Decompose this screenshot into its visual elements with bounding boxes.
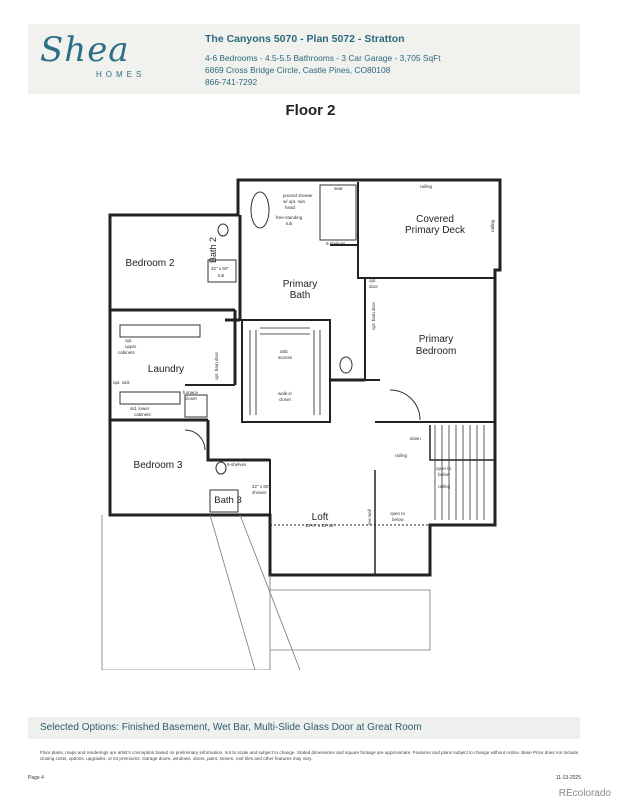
loft-label: Loft: [312, 512, 329, 523]
note-opt-upper-1: opt.: [125, 338, 133, 343]
bath3-label: Bath 3: [214, 495, 241, 506]
note-head: head: [285, 205, 296, 210]
note-shower-size: 32" x 60": [252, 484, 270, 489]
selected-options-band: Selected Options: Finished Basement, Wet…: [28, 717, 580, 739]
note-railing-low: railing: [438, 484, 451, 489]
note-tub: tub: [286, 221, 293, 226]
note-open-to-below-2: below: [438, 472, 451, 477]
bedroom3-label: Bedroom 3: [134, 460, 183, 471]
watermark: REcolorado: [558, 788, 611, 799]
covered-deck-label-1: Covered: [416, 214, 454, 225]
note-low-wall: low wall: [367, 509, 372, 525]
note-seat: seat: [334, 186, 343, 191]
bath2-label: Bath 2: [208, 237, 218, 263]
note-opt-barn-door-2: opt. barn door: [214, 351, 219, 380]
note-poured-shower: poured shower: [283, 193, 313, 198]
note-opt-sink: opt. sink: [113, 380, 131, 385]
logo-script: Shea: [40, 30, 130, 70]
header-band: [28, 24, 580, 94]
page-number: Page 4: [28, 775, 44, 781]
note-std-lower-2: cabinets: [134, 412, 152, 417]
floor-plan: Bedroom 2 Bath 2 Primary Bath Covered Pr…: [101, 178, 502, 670]
phone: 866-741-7292: [205, 77, 258, 87]
note-opt-barn-door: opt. barn door: [371, 301, 376, 330]
note-shower-label: shower: [252, 490, 267, 495]
selected-options: Selected Options: Finished Basement, Wet…: [40, 722, 422, 733]
note-opt-upper-3: cabinets: [118, 350, 136, 355]
note-tub-size: 32" x 60": [211, 266, 229, 271]
note-railing-top: railing: [420, 184, 433, 189]
note-open-to-below-3: open to: [390, 511, 406, 516]
note-open-to-below-1: open to: [436, 466, 452, 471]
note-furnace-1: furnace: [183, 390, 199, 395]
note-open-to-below-4: below: [392, 517, 405, 522]
laundry-label: Laundry: [148, 364, 184, 375]
note-attic-1: attic: [280, 349, 289, 354]
covered-deck-label-2: Primary Deck: [405, 225, 466, 236]
note-furnace-2: closet: [185, 396, 198, 401]
note-down: down: [410, 436, 421, 441]
primary-bedroom-label-1: Primary: [419, 334, 453, 345]
note-tub-label: tub: [218, 273, 225, 278]
note-walk-in-2: closet: [279, 397, 292, 402]
address: 6869 Cross Bridge Circle, Castle Pines, …: [205, 65, 391, 75]
note-shelves-b: 5-shelves: [227, 462, 247, 467]
note-std-lower-1: std. lower: [130, 406, 150, 411]
note-free-standing: free-standing: [276, 215, 303, 220]
note-opt-door-1: opt.: [369, 278, 377, 283]
note-opt-door-2: door: [369, 284, 379, 289]
note-railing-side: railing: [490, 219, 495, 232]
bedroom2-label: Bedroom 2: [126, 258, 175, 269]
note-opt-upper-2: upper: [125, 344, 137, 349]
shea-homes-logo: Shea HOMES: [40, 30, 170, 80]
floor-title: Floor 2: [285, 102, 336, 119]
loft-dims: 13'-0" x 13'-11": [305, 523, 335, 528]
note-shelves-a: 5-shelves: [326, 241, 346, 246]
primary-bedroom-label-2: Bedroom: [416, 346, 457, 357]
logo-sub: HOMES: [96, 70, 146, 79]
primary-bath-label-2: Bath: [290, 290, 311, 301]
print-date: 11-13-2025: [555, 775, 581, 781]
note-walk-in-1: walk-in: [278, 391, 293, 396]
note-attic-2: access: [278, 355, 293, 360]
note-opt-rain: w/ opt. rain: [283, 199, 306, 204]
community-title: The Canyons 5070 - Plan 5072 - Stratton: [205, 33, 405, 45]
note-railing-mid: railing: [395, 453, 408, 458]
plan-specs: 4-6 Bedrooms - 4.5-5.5 Bathrooms - 3 Car…: [205, 53, 441, 63]
disclaimer: Floor plans, maps and renderings are art…: [40, 750, 579, 761]
primary-bath-label-1: Primary: [283, 279, 317, 290]
